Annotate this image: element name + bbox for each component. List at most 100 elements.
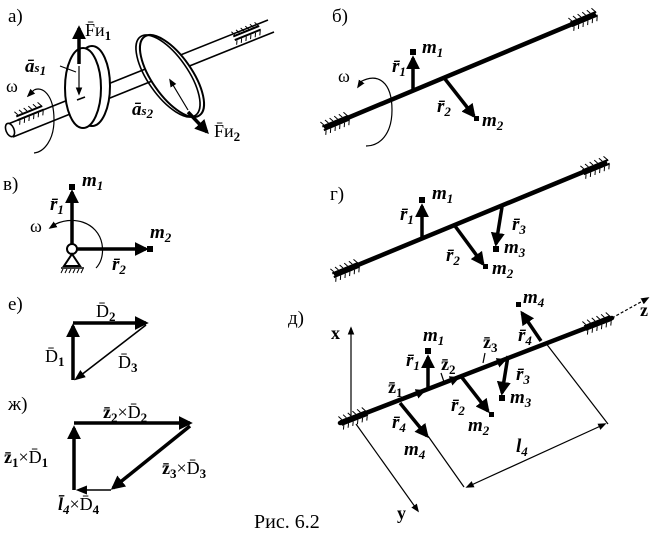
r1-label: r̄1	[400, 204, 414, 227]
mass-m1-point	[425, 348, 431, 354]
as1-label: ās1	[25, 56, 46, 78]
force-F2-arrow	[186, 110, 209, 135]
mass-m2-point	[483, 264, 488, 269]
r3-label: r̄3	[512, 214, 526, 237]
axis-z-label: z	[640, 300, 648, 320]
m1-label: m1	[422, 37, 443, 60]
dimension-extension-left	[427, 435, 465, 488]
vector-r3-arrow	[496, 355, 511, 396]
r4-lower-label: r̄4	[392, 412, 406, 435]
mass-m2-point	[489, 412, 494, 417]
m1-label: m1	[432, 183, 453, 206]
omega-label: ω	[30, 216, 42, 236]
omega-arrow-icon	[26, 88, 36, 98]
m1-label: m1	[82, 170, 103, 193]
z2-label: z̄2	[441, 354, 456, 377]
vector-z3-arrow	[474, 358, 507, 373]
D1-label: D̄1	[45, 346, 65, 369]
vector-r2-arrow	[453, 224, 485, 267]
omega-label: ω	[6, 76, 18, 96]
z3-leader	[482, 352, 486, 364]
m1-label: m1	[423, 325, 444, 348]
omega-arrow-icon	[357, 79, 365, 89]
panel-d-label: д)	[288, 308, 304, 329]
mass-m1-point	[69, 184, 75, 190]
l4-label: l4	[516, 436, 528, 459]
z2-leader	[440, 372, 445, 383]
D2-label: D̄2	[96, 301, 116, 324]
z3D3-label: z̄3×D̄3	[162, 458, 207, 481]
axis-x-label: x	[331, 323, 340, 343]
dimension-extension-right	[544, 341, 609, 425]
omega-rotation-arc	[33, 88, 55, 154]
vector-r2-arrow	[458, 373, 490, 414]
panel-v: в) ω m1 r̄1 m2 r̄2	[3, 170, 172, 277]
figure-caption: Рис. 6.2	[254, 511, 320, 533]
z1-label: z̄1	[388, 377, 403, 400]
l4D4-label: l̄4×D̄4	[58, 494, 100, 517]
vector-z3D3-arrow	[110, 424, 192, 490]
vector-r3-arrow	[490, 206, 505, 247]
vector-r4-lower-arrow	[398, 401, 429, 439]
F2-label: F̄и2	[214, 121, 240, 144]
shaft	[4, 19, 275, 138]
panel-e-label: е)	[8, 294, 23, 315]
shaft	[323, 12, 597, 130]
mass-m1-point	[419, 197, 425, 203]
panel-b-label: б)	[332, 6, 348, 27]
m3-label: m3	[510, 387, 532, 410]
vector-D3-arrow	[74, 324, 147, 381]
vector-z1-arrow	[394, 389, 426, 404]
disk-1	[64, 45, 111, 129]
panel-g-label: г)	[330, 184, 344, 205]
bearing-left	[13, 100, 47, 126]
panel-b: б) ω m1 r̄1 r̄2 m2	[319, 6, 601, 147]
accel-as2-arrow	[169, 78, 189, 111]
as1-leader	[59, 65, 77, 73]
z2D2-label: z̄2×D̄2	[103, 402, 147, 425]
dimension-l4-line	[465, 423, 607, 488]
omega-arrow-icon	[48, 221, 58, 229]
disk-2	[135, 34, 206, 118]
mass-m4-upper-point	[516, 302, 521, 307]
axis-y-label: y	[397, 503, 406, 523]
mass-m3-point	[499, 395, 505, 401]
m2-label: m2	[150, 222, 172, 245]
vector-r2-arrow	[443, 77, 476, 119]
D3-label: D̄3	[118, 352, 138, 375]
as2-label: ās2	[132, 99, 154, 121]
m3-label: m3	[504, 237, 526, 260]
m4-lower-label: m4	[404, 439, 426, 462]
vector-r4-upper-arrow	[520, 310, 543, 342]
r4-upper-label: r̄4	[518, 325, 532, 348]
shaft	[333, 160, 608, 277]
z1D1-label: z̄1×D̄1	[4, 447, 48, 470]
r2-label: r̄2	[451, 395, 465, 418]
panel-v-label: в)	[3, 174, 18, 195]
m2-label: m2	[468, 415, 490, 438]
omega-rotation-arc	[51, 219, 104, 269]
omega-rotation-arc	[359, 77, 393, 147]
r2-label: r̄2	[446, 245, 460, 268]
pin-support	[60, 243, 84, 274]
panel-zh-label: ж)	[7, 394, 27, 415]
r1-label: r̄1	[392, 56, 406, 79]
panel-zh: ж) z̄2×D̄2 z̄1×D̄1 z̄3×D̄3 l̄4×D̄4	[4, 394, 207, 517]
mass-m3-point	[493, 246, 499, 252]
panel-a: а) ω F̄и1 ās1 ās2	[4, 6, 275, 154]
F1-label: F̄и1	[85, 20, 111, 43]
m4-upper-label: m4	[523, 287, 545, 310]
panel-d: д) x y z m1 r̄1 z̄2 z̄1	[288, 287, 650, 523]
r2-label: r̄2	[437, 96, 451, 119]
r3-label: r̄3	[516, 364, 530, 387]
omega-label: ω	[338, 66, 350, 86]
r1-label: r̄1	[50, 194, 64, 217]
panel-a-label: а)	[8, 6, 23, 27]
panel-e: е) D̄2 D̄1 D̄3	[8, 294, 149, 381]
r1-label: r̄1	[406, 350, 420, 373]
mass-m2-point	[147, 246, 153, 252]
axis-z-arrow	[611, 297, 650, 319]
z3-label: z̄3	[483, 332, 498, 355]
m2-label: m2	[482, 110, 504, 133]
